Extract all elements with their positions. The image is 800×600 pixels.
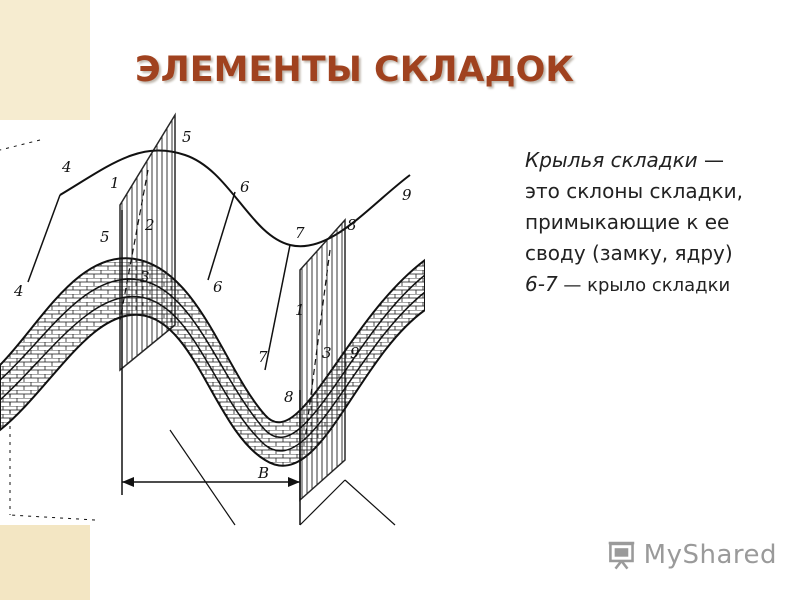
label-3: 3 (140, 268, 150, 286)
axis-line (304, 249, 331, 441)
wing-range: 6-7 (525, 272, 558, 296)
wing-note: — крыло складки (557, 275, 731, 296)
term-dash: — (697, 148, 725, 172)
definition: это склоны складки, примыкающие к ее сво… (525, 179, 743, 265)
label-2: 2 (144, 216, 155, 234)
term: Крылья складки (525, 148, 698, 172)
arrow-head (122, 477, 134, 487)
label-9: 9 (402, 186, 412, 204)
connector-line (207, 191, 236, 281)
label-7: 7 (295, 224, 305, 242)
label-1: 1 (110, 174, 120, 192)
guide-line (344, 479, 396, 526)
description: Крылья складки — это склоны складки, при… (525, 145, 775, 301)
label-6: 6 (240, 178, 250, 196)
decorative-corner (0, 0, 90, 120)
axis-line (119, 169, 149, 321)
label-5: 5 (100, 228, 110, 246)
fold-diagram: 4 5 1 2 5 4 3 6 6 9 7 8 1 7 3 9 8 B (0, 112, 425, 526)
decorative-strip (0, 525, 90, 600)
dashed-outline (0, 139, 41, 151)
guide-line (169, 429, 236, 526)
label-4: 4 (13, 282, 24, 300)
connector-line (27, 194, 61, 283)
label-8: 8 (284, 388, 294, 406)
logo-text: MyShared (643, 540, 777, 570)
label-9: 9 (350, 344, 360, 362)
page-title: ЭЛЕМЕНТЫ СКЛАДОК (135, 50, 575, 90)
label-5: 5 (182, 128, 192, 146)
upper-surface (59, 149, 411, 248)
label-8: 8 (347, 216, 357, 234)
label-3: 3 (322, 344, 332, 362)
dashed-outline (9, 514, 96, 521)
label-4: 4 (61, 158, 72, 176)
arrow-head (288, 477, 300, 487)
connector-line (264, 244, 291, 371)
label-1: 1 (295, 301, 305, 319)
logo: MyShared (607, 537, 777, 573)
label-B: B (257, 464, 269, 482)
axial-plane (119, 112, 176, 372)
presentation-icon (608, 541, 635, 570)
label-7: 7 (258, 348, 268, 366)
label-6: 6 (213, 278, 223, 296)
guide-line (299, 479, 346, 526)
